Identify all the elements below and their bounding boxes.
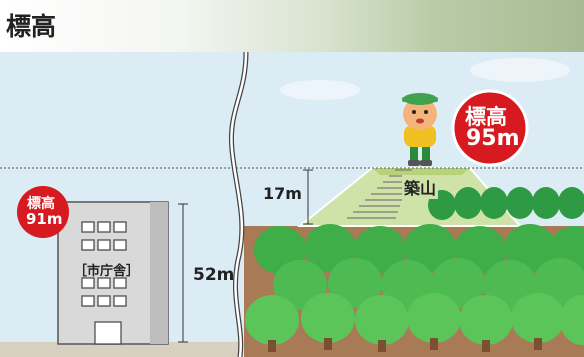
mound-top (372, 168, 470, 175)
mound-label: 築山 (402, 175, 439, 199)
title-bar: 標高 (0, 0, 584, 52)
right-badge-line1: 標高 (465, 105, 507, 129)
right-elevation-badge (451, 89, 529, 167)
separator-curve-inner (230, 52, 248, 357)
left-badge-line2: 91m (26, 210, 63, 228)
mound-height-line (303, 169, 313, 225)
cloud (470, 58, 570, 82)
mound-stairs (347, 169, 412, 219)
city-hall-building (57, 201, 169, 345)
left-ground (0, 342, 240, 357)
left-badge-line1: 標高 (27, 196, 55, 212)
building-label: ［市庁舎］ (74, 264, 140, 279)
cloud (280, 80, 360, 100)
illustration (0, 52, 584, 357)
page-title: 標高 (6, 12, 57, 41)
forest (245, 224, 584, 352)
mound-height-label: 17m (263, 184, 302, 203)
mascot-character (402, 93, 438, 166)
right-badge-line2: 95m (466, 126, 520, 151)
left-elevation-badge (17, 186, 69, 238)
building-height-line (178, 203, 188, 343)
building-height-label: 52m (193, 265, 235, 285)
